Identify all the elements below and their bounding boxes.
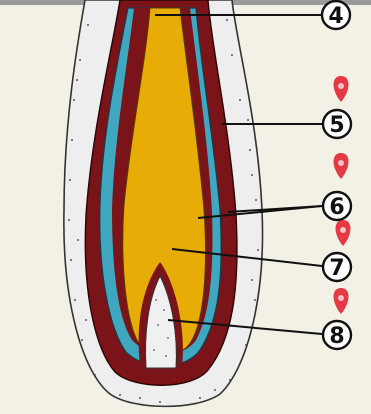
label-5: 5 xyxy=(323,110,351,138)
label-4-text: 4 xyxy=(328,4,343,29)
map-pin-icon-8 xyxy=(334,288,349,314)
label-8-text: 8 xyxy=(329,324,344,349)
label-7: 7 xyxy=(323,253,351,281)
label-6-text: 6 xyxy=(329,195,344,220)
label-5-text: 5 xyxy=(329,113,344,138)
map-pin-icon-5 xyxy=(334,76,349,102)
label-7-text: 7 xyxy=(329,256,344,281)
map-pin-icon-6 xyxy=(334,153,349,179)
map-pin-icon-7 xyxy=(336,220,351,246)
label-6: 6 xyxy=(323,192,351,220)
label-8: 8 xyxy=(323,321,351,349)
label-4: 4 xyxy=(322,1,350,29)
